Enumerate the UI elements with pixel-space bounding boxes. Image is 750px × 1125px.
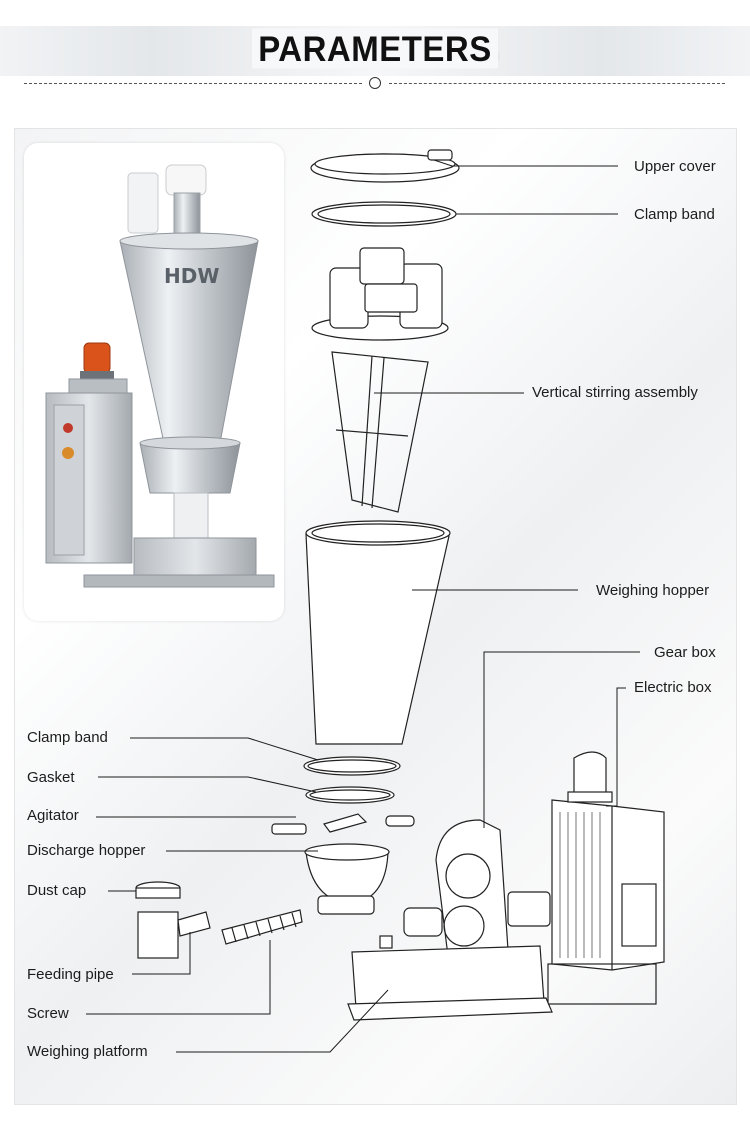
feeding-pipe-shape — [137, 911, 179, 959]
label-electric-box: Electric box — [634, 679, 712, 696]
label-agitator: Agitator — [27, 807, 79, 824]
label-clamp-band-lower: Clamp band — [27, 729, 108, 746]
header-divider-left — [24, 83, 362, 84]
label-vertical-stirring-assembly: Vertical stirring assembly — [532, 384, 698, 401]
screw-shape — [221, 909, 303, 945]
label-discharge-hopper: Discharge hopper — [27, 842, 146, 859]
page-title: PARAMETERS — [0, 28, 750, 69]
weighing-platform-shape — [347, 935, 553, 1021]
product-photo: HDW — [24, 143, 284, 621]
header-divider-right — [389, 83, 725, 84]
gear-box-shape — [403, 819, 551, 957]
stirring-frame-shape — [331, 351, 429, 513]
label-screw: Screw — [27, 1005, 69, 1022]
product-photo-illustration: HDW — [45, 164, 275, 588]
label-dust-cap: Dust cap — [27, 882, 87, 899]
label-clamp-band-top: Clamp band — [634, 206, 715, 223]
label-gasket: Gasket — [27, 769, 75, 786]
label-weighing-platform: Weighing platform — [27, 1043, 148, 1060]
header-divider-ring-icon — [369, 77, 381, 89]
label-gear-box: Gear box — [654, 644, 716, 661]
photo-logo: HDW — [164, 264, 219, 288]
label-upper-cover: Upper cover — [634, 158, 716, 175]
electric-box-shape — [547, 751, 665, 1005]
weighing-hopper-shape — [305, 521, 450, 745]
header: P S PARAMETERS — [0, 0, 750, 110]
leader-lines — [86, 159, 640, 1053]
agitator-shape — [271, 823, 307, 835]
label-feeding-pipe: Feeding pipe — [27, 966, 114, 983]
label-weighing-hopper: Weighing hopper — [596, 582, 710, 599]
page-title-text: PARAMETERS — [252, 28, 498, 69]
